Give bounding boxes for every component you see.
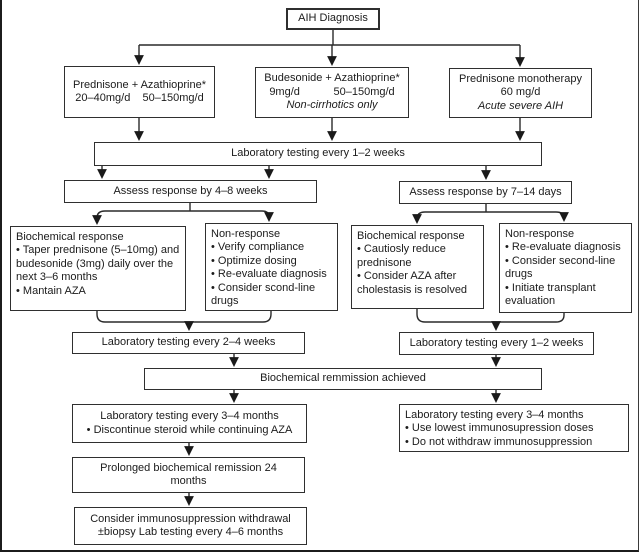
node-label: ±biopsy Lab testing every 4–6 months: [97, 526, 284, 538]
node-non-response-right: Non-response • Re-evaluate diagnosis • C…: [499, 223, 632, 313]
node-label: Biochemical remmission achieved: [260, 372, 426, 385]
node-bullet: • Consider second-line drugs: [505, 254, 616, 281]
node-label: Consider immunosuppression withdrawal: [90, 512, 291, 525]
node-label: Laboratory testing every 3–4 months: [405, 409, 584, 421]
node-bullet: • Discontinue steroid while continuing A…: [86, 423, 293, 436]
node-consider-withdrawal: Consider immunosuppression withdrawal ±b…: [74, 507, 307, 545]
node-bullet: • Initiate transplant evaluation: [505, 281, 596, 308]
node-title: Non-response: [211, 228, 281, 240]
node-bullet: • Do not withdraw immunosuppression: [405, 435, 593, 448]
node-aih-diagnosis: AIH Diagnosis: [286, 8, 380, 30]
node-bullet: • Verify compliance: [211, 241, 305, 254]
node-label: Laboratory testing every 1–2 weeks: [231, 147, 405, 160]
node-label: AIH Diagnosis: [298, 12, 368, 25]
node-biochemical-response-left: Biochemical response • Taper prednisone …: [10, 226, 186, 311]
node-title: Biochemical response: [357, 230, 465, 242]
node-dose: 60 mg/d: [500, 86, 541, 99]
node-label: Laboratory testing every 2–4 weeks: [101, 336, 276, 349]
node-bullet: • Re-evaluate diagnosis: [211, 268, 327, 281]
node-note: Acute severe AIH: [477, 99, 564, 112]
node-label: Assess response by 7–14 days: [409, 185, 562, 198]
node-label: Budesonide + Azathioprine*: [264, 72, 400, 85]
node-dose: 9mg/d 50–150mg/d: [269, 85, 395, 98]
node-bullet: • Taper prednisone (5–10mg) and budesoni…: [16, 244, 180, 284]
node-label: Assess response by 4–8 weeks: [113, 184, 268, 197]
node-label: Prolonged biochemical remission 24 month…: [100, 461, 277, 487]
node-label: Prednisone monotherapy: [459, 72, 582, 85]
node-label: Laboratory testing every 1–2 weeks: [409, 336, 584, 349]
node-prolonged-remission: Prolonged biochemical remission 24 month…: [72, 457, 305, 493]
node-bullet: • Use lowest immunosupression doses: [405, 422, 594, 435]
node-bullet: • Mantain AZA: [16, 284, 86, 297]
node-label: Prednisone + Azathioprine*: [72, 78, 206, 91]
node-bullet: • Optimize dosing: [211, 254, 297, 267]
node-biochemical-response-right: Biochemical response • Cautiosly reduce …: [351, 225, 484, 309]
node-lab-testing-1-2-weeks-mid: Laboratory testing every 1–2 weeks: [399, 332, 594, 355]
node-biochemical-remission-achieved: Biochemical remmission achieved: [144, 368, 542, 390]
node-bullet: • Cautiosly reduce prednisone: [357, 243, 446, 269]
node-budesonide-azathioprine: Budesonide + Azathioprine* 9mg/d 50–150m…: [255, 67, 409, 118]
node-bullet: • Consider scond-line drugs: [211, 281, 316, 308]
node-lab-testing-3-4-months-left: Laboratory testing every 3–4 months • Di…: [72, 404, 307, 443]
node-prednisone-azathioprine: Prednisone + Azathioprine* 20–40mg/d 50–…: [64, 66, 215, 118]
node-lab-testing-3-4-months-right: Laboratory testing every 3–4 months • Us…: [399, 404, 629, 452]
node-non-response-left: Non-response • Verify compliance • Optim…: [205, 223, 338, 311]
node-bullet: • Re-evaluate diagnosis: [505, 241, 621, 254]
node-bullet: • Consider AZA after cholestasis is reso…: [357, 270, 468, 296]
node-assess-4-8-weeks: Assess response by 4–8 weeks: [64, 180, 317, 203]
node-prednisone-monotherapy: Prednisone monotherapy 60 mg/d Acute sev…: [449, 68, 592, 118]
node-assess-7-14-days: Assess response by 7–14 days: [399, 181, 572, 204]
node-lab-testing-2-4-weeks: Laboratory testing every 2–4 weeks: [72, 332, 305, 354]
node-label: Laboratory testing every 3–4 months: [100, 410, 279, 423]
node-title: Non-response: [505, 228, 575, 240]
node-note: Non-cirrhotics only: [286, 99, 378, 112]
node-title: Biochemical response: [16, 231, 124, 243]
node-lab-testing-1-2-weeks-top: Laboratory testing every 1–2 weeks: [94, 142, 542, 166]
node-dose: 20–40mg/d 50–150mg/d: [75, 92, 204, 104]
